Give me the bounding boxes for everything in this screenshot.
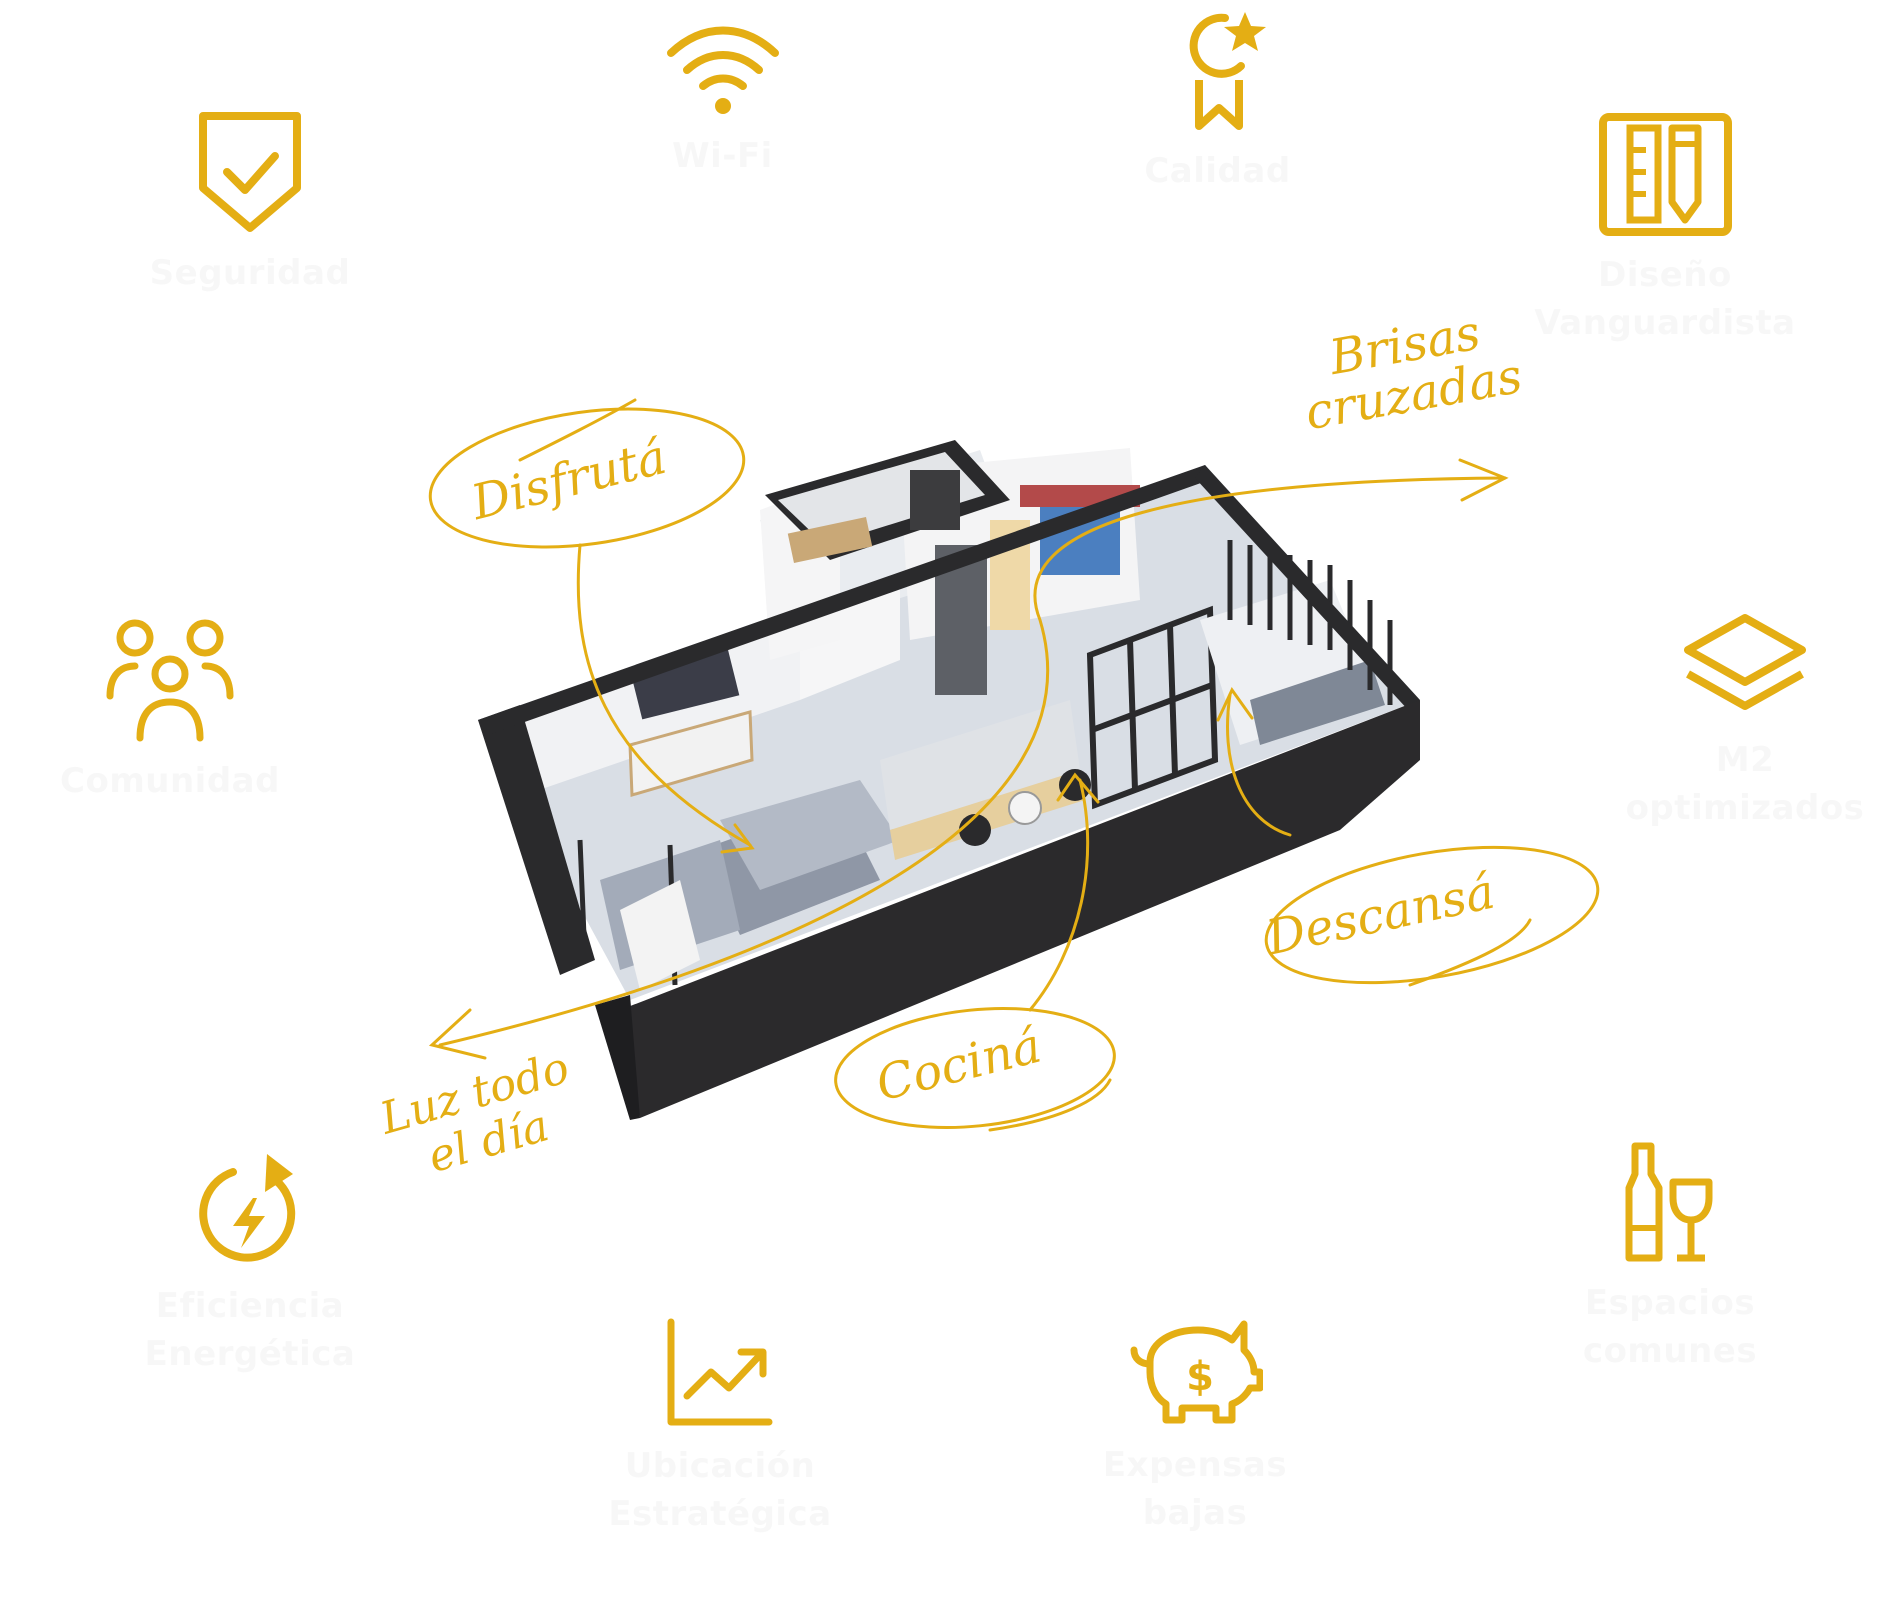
piggy-bank-icon: $ xyxy=(1045,1312,1345,1427)
feature-diseno: Diseño Vanguardista xyxy=(1500,112,1830,347)
feature-label: Comunidad xyxy=(60,761,280,801)
feature-label: Calidad xyxy=(1144,151,1291,191)
feature-label: Eficiencia Energética xyxy=(144,1286,356,1374)
people-group-icon xyxy=(30,618,310,743)
feature-label: Seguridad xyxy=(149,253,351,293)
feature-m2: M2 optimizados xyxy=(1590,612,1896,832)
shield-check-icon xyxy=(100,110,400,235)
feature-ubicacion: Ubicación Estratégica xyxy=(560,1318,880,1538)
chart-growth-icon xyxy=(560,1318,880,1428)
feature-comunidad: Comunidad xyxy=(30,618,310,805)
feature-eficiencia: Eficiencia Energética xyxy=(100,1148,400,1378)
feature-label: Diseño Vanguardista xyxy=(1534,255,1796,343)
feature-wifi: Wi-Fi xyxy=(580,18,865,180)
energy-cycle-icon xyxy=(100,1148,400,1268)
medal-star-icon xyxy=(1075,8,1360,133)
svg-text:$: $ xyxy=(1186,1354,1214,1400)
ruler-pencil-icon xyxy=(1500,112,1830,237)
wifi-icon xyxy=(580,18,865,118)
feature-seguridad: Seguridad xyxy=(100,110,400,297)
wine-bottle-glass-icon xyxy=(1520,1140,1820,1265)
feature-expensas: $ Expensas bajas xyxy=(1045,1312,1345,1537)
feature-label: Expensas bajas xyxy=(1102,1445,1288,1533)
feature-calidad: Calidad xyxy=(1075,8,1360,195)
feature-label: Wi-Fi xyxy=(672,136,773,176)
feature-label: M2 optimizados xyxy=(1625,740,1865,828)
layers-icon xyxy=(1590,612,1896,722)
feature-label: Espacios comunes xyxy=(1582,1283,1758,1371)
feature-label: Ubicación Estratégica xyxy=(608,1446,832,1534)
feature-espacios: Espacios comunes xyxy=(1520,1140,1820,1375)
